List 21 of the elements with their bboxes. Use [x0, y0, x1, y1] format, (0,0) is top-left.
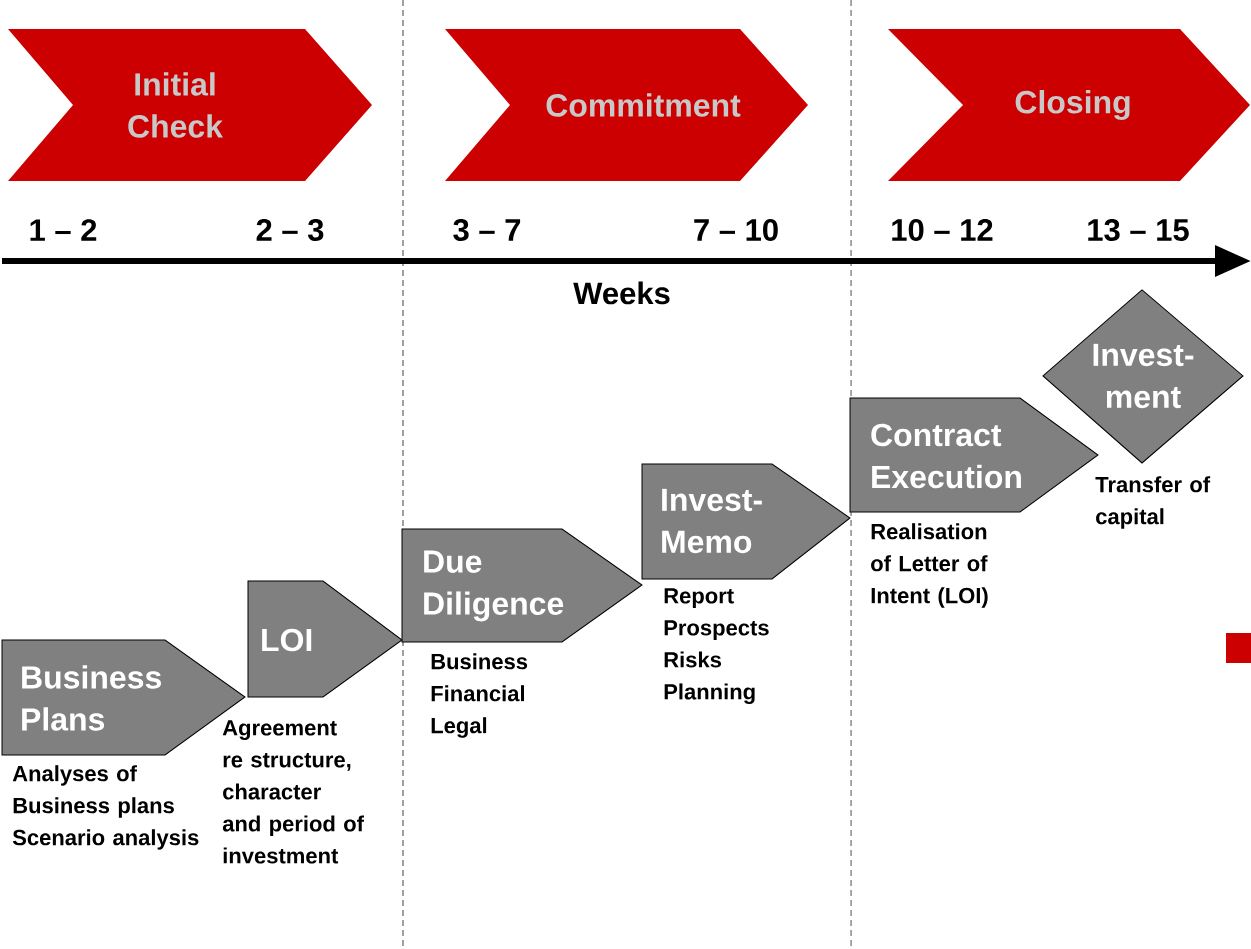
axis-title: Weeks [573, 281, 670, 305]
chevron: Closing [888, 29, 1250, 181]
step-description: Report Prospects Risks Planning [664, 588, 769, 704]
week-range: 10 – 12 [892, 219, 993, 241]
chevron: Commitment [445, 29, 808, 181]
step-description: Realisation of Letter of Intent (LOI) [871, 523, 988, 608]
week-range: 7 – 10 [694, 219, 778, 241]
step-description: Business Financial Legal [431, 653, 528, 738]
week-range: 1 – 2 [30, 219, 97, 241]
chevron: Initial Check [8, 29, 372, 181]
week-range: 3 – 7 [453, 219, 521, 241]
step-pentagon: Due Diligence [401, 528, 643, 643]
node-label: Risks [664, 651, 722, 668]
step-pentagon: LOI [247, 580, 403, 698]
step-description: Analyses of Business plans Scenario analysis [12, 765, 199, 850]
node-label: Prospects [664, 620, 769, 640]
week-range: 2 – 3 [256, 219, 324, 241]
node-label: Report [664, 588, 734, 608]
node-label: Planning [664, 683, 755, 704]
step-pentagon: Invest- Memo [641, 463, 851, 580]
week-range: 13 – 15 [1088, 219, 1189, 241]
